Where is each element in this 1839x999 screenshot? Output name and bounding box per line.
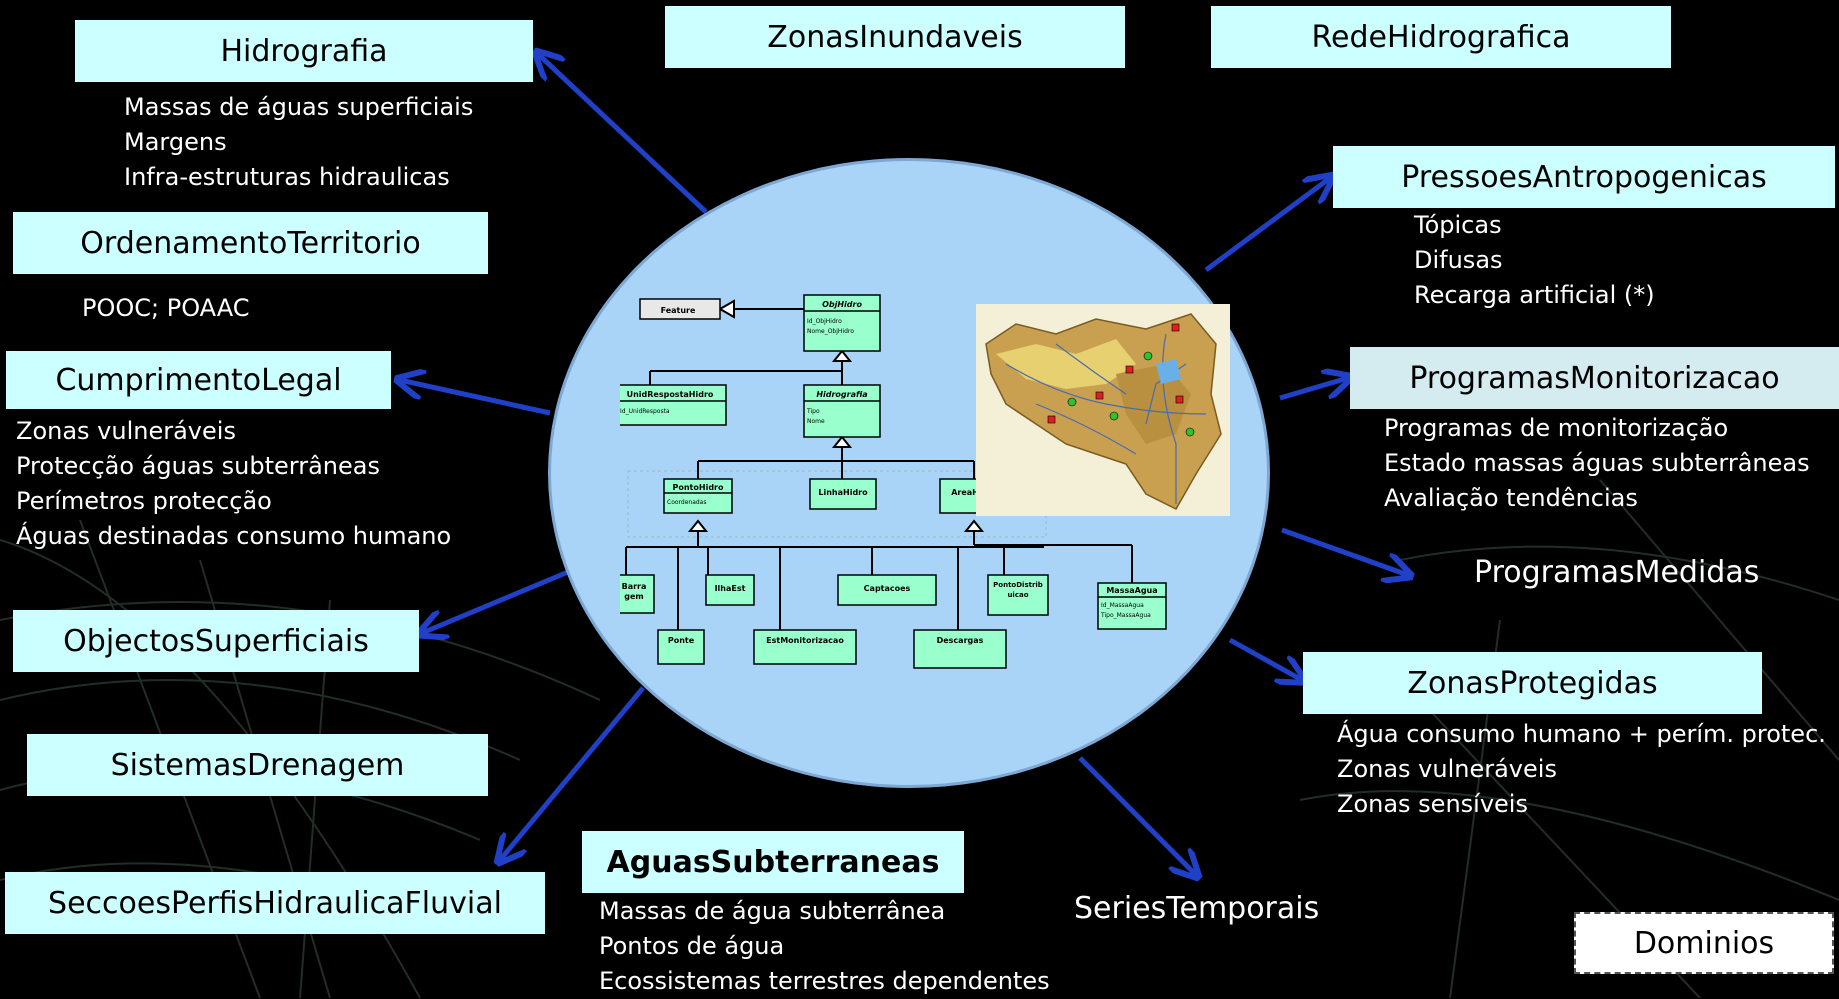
uml-unid-resposta-attr: Id_UnidResposta bbox=[620, 408, 670, 415]
zonas-protegidas-item: Zonas sensíveis bbox=[1337, 790, 1528, 818]
box-rede-hidrografica-label: RedeHidrografica bbox=[1311, 19, 1571, 55]
box-programas-monitorizacao: ProgramasMonitorizacao bbox=[1350, 347, 1839, 409]
ordenamento-items: POOC; POAAC bbox=[82, 291, 250, 326]
box-zonas-inundaveis-label: ZonasInundaveis bbox=[767, 19, 1023, 55]
arrow-zonas-protegidas bbox=[1228, 637, 1302, 680]
box-hidrografia: Hidrografia bbox=[75, 20, 533, 82]
uml-descargas: Descargas bbox=[937, 636, 984, 645]
box-seccoes: SeccoesPerfisHidraulicaFluvial bbox=[5, 872, 545, 934]
uml-barragem-1: Barra bbox=[622, 582, 647, 591]
box-cumprimento: CumprimentoLegal bbox=[6, 351, 391, 409]
aguas-sub-item: Pontos de água bbox=[599, 932, 785, 960]
uml-hidrografia: Hidrografia bbox=[816, 390, 867, 399]
arrow-hidrografia bbox=[538, 54, 708, 214]
box-ordenamento: OrdenamentoTerritorio bbox=[13, 212, 488, 274]
uml-captacoes: Captacoes bbox=[864, 584, 911, 593]
programas-mon-item: Avaliação tendências bbox=[1384, 484, 1638, 512]
programas-mon-item: Programas de monitorização bbox=[1384, 414, 1729, 442]
cumprimento-item: Águas destinadas consumo humano bbox=[16, 522, 452, 550]
aguas-sub-items: Massas de água subterrânea Pontos de águ… bbox=[599, 894, 1050, 999]
box-objectos: ObjectosSuperficiais bbox=[13, 610, 419, 672]
hidrografia-item: Margens bbox=[124, 128, 227, 156]
box-aguas-subterraneas-label: AguasSubterraneas bbox=[606, 844, 940, 880]
uml-massa-agua: MassaAgua bbox=[1106, 586, 1157, 595]
uml-massa-agua-attr-2: Tipo_MassaAgua bbox=[1100, 612, 1151, 619]
uml-est-monitorizacao: EstMonitorizacao bbox=[766, 636, 844, 645]
zonas-protegidas-items: Água consumo humano + perím. protec. Zon… bbox=[1337, 717, 1826, 822]
arrow-programas-mon bbox=[1279, 378, 1348, 401]
uml-ponto-distribuicao-1: PontoDistrib bbox=[993, 581, 1043, 589]
uml-feature: Feature bbox=[661, 306, 696, 315]
uml-objhidro: ObjHidro bbox=[822, 300, 862, 309]
cumprimento-items: Zonas vulneráveis Protecção águas subter… bbox=[16, 414, 451, 554]
uml-hidrografia-attr-1: Tipo bbox=[806, 408, 820, 415]
box-sistemas-label: SistemasDrenagem bbox=[110, 747, 405, 783]
box-sistemas: SistemasDrenagem bbox=[27, 734, 488, 796]
box-objectos-label: ObjectosSuperficiais bbox=[63, 623, 369, 659]
uml-massa-agua-attr-1: Id_MassaAgua bbox=[1101, 602, 1144, 609]
box-ordenamento-label: OrdenamentoTerritorio bbox=[80, 225, 421, 261]
box-dominios-label: Dominios bbox=[1633, 925, 1775, 961]
arrow-seccoes bbox=[500, 686, 645, 860]
programas-mon-items: Programas de monitorização Estado massas… bbox=[1384, 411, 1810, 516]
uml-objhidro-attr-2: Nome_ObjHidro bbox=[807, 328, 854, 335]
cumprimento-item: Perímetros protecção bbox=[16, 487, 272, 515]
uml-hidrografia-attr-2: Nome bbox=[807, 418, 825, 425]
box-aguas-subterraneas: AguasSubterraneas bbox=[582, 831, 964, 893]
hidrografia-item: Massas de águas superficiais bbox=[124, 93, 474, 121]
box-pressoes: PressoesAntropogenicas bbox=[1333, 146, 1835, 208]
uml-ponte: Ponte bbox=[668, 636, 695, 645]
uml-ponto-hidro: PontoHidro bbox=[673, 483, 724, 492]
aguas-sub-item: Massas de água subterrânea bbox=[599, 897, 946, 925]
box-zonas-protegidas: ZonasProtegidas bbox=[1303, 652, 1762, 714]
box-dominios: Dominios bbox=[1574, 912, 1834, 974]
pressoes-item: Recarga artificial (*) bbox=[1414, 281, 1655, 309]
zonas-protegidas-item: Água consumo humano + perím. protec. bbox=[1337, 720, 1826, 748]
cumprimento-item: Protecção águas subterrâneas bbox=[16, 452, 380, 480]
cumprimento-item: Zonas vulneráveis bbox=[16, 417, 236, 445]
arrow-objectos bbox=[422, 569, 569, 633]
arrow-cumprimento bbox=[400, 380, 551, 416]
box-pressoes-label: PressoesAntropogenicas bbox=[1401, 159, 1767, 195]
uml-objhidro-attr-1: Id_ObjHidro bbox=[807, 318, 842, 325]
series-temporais-label: SeriesTemporais bbox=[1074, 891, 1320, 926]
pressoes-item: Tópicas bbox=[1414, 211, 1502, 239]
box-hidrografia-label: Hidrografia bbox=[220, 33, 388, 69]
uml-ponto-hidro-attr: Coordenadas bbox=[667, 499, 706, 506]
hidrografia-item: Infra-estruturas hidraulicas bbox=[124, 163, 450, 191]
pressoes-items: Tópicas Difusas Recarga artificial (*) bbox=[1414, 208, 1655, 313]
box-seccoes-label: SeccoesPerfisHidraulicaFluvial bbox=[48, 885, 502, 921]
uml-barragem-2: gem bbox=[624, 592, 644, 601]
box-cumprimento-label: CumprimentoLegal bbox=[55, 362, 342, 398]
uml-area-hidro: AreaHidro bbox=[951, 488, 997, 497]
arrow-pressoes bbox=[1204, 178, 1330, 273]
pressoes-item: Difusas bbox=[1414, 246, 1503, 274]
uml-unid-resposta: UnidRespostaHidro bbox=[627, 390, 714, 399]
programas-mon-item: Estado massas águas subterrâneas bbox=[1384, 449, 1810, 477]
box-zonas-protegidas-label: ZonasProtegidas bbox=[1407, 665, 1658, 701]
uml-ilhaest: IlhaEst bbox=[715, 584, 746, 593]
hidrografia-items: Massas de águas superficiais Margens Inf… bbox=[124, 90, 473, 195]
arrow-programas-medidas bbox=[1281, 527, 1408, 575]
zonas-protegidas-item: Zonas vulneráveis bbox=[1337, 755, 1557, 783]
basin-map-image bbox=[976, 304, 1230, 516]
programas-medidas-label: ProgramasMedidas bbox=[1474, 555, 1760, 590]
box-rede-hidrografica: RedeHidrografica bbox=[1211, 6, 1671, 68]
box-programas-monitorizacao-label: ProgramasMonitorizacao bbox=[1409, 360, 1780, 396]
aguas-sub-item: Ecossistemas terrestres dependentes bbox=[599, 967, 1050, 995]
uml-linha-hidro: LinhaHidro bbox=[818, 488, 868, 497]
box-zonas-inundaveis: ZonasInundaveis bbox=[665, 6, 1125, 68]
ordenamento-item: POOC; POAAC bbox=[82, 294, 250, 322]
arrow-series bbox=[1078, 756, 1196, 875]
uml-ponto-distribuicao-2: uicao bbox=[1007, 591, 1028, 599]
